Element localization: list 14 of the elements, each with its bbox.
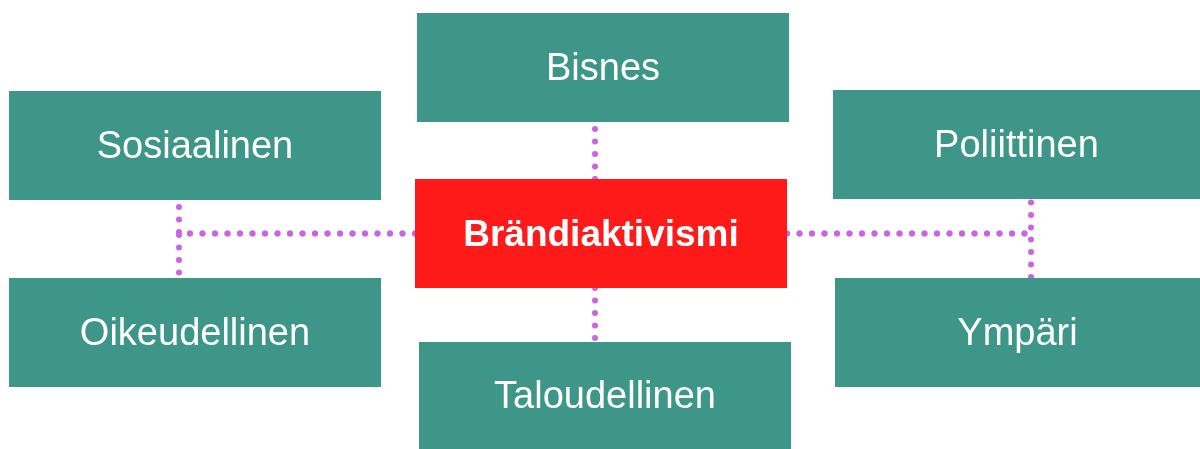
box-label: Bisnes — [545, 46, 661, 89]
category-box — [9, 278, 381, 387]
box-label: Brändiaktivismi — [463, 212, 739, 255]
category-box — [833, 90, 1200, 199]
category-box — [419, 342, 791, 449]
box-label: Poliittinen — [934, 123, 1099, 166]
category-box — [417, 13, 789, 122]
box-label: Taloudellinen — [494, 374, 716, 417]
category-box — [9, 91, 381, 200]
box-label: Sosiaalinen — [96, 124, 294, 167]
central-box — [415, 179, 787, 288]
box-label: Oikeudellinen — [79, 311, 311, 354]
box-label: Ympäri — [957, 311, 1078, 354]
category-box — [835, 278, 1200, 387]
